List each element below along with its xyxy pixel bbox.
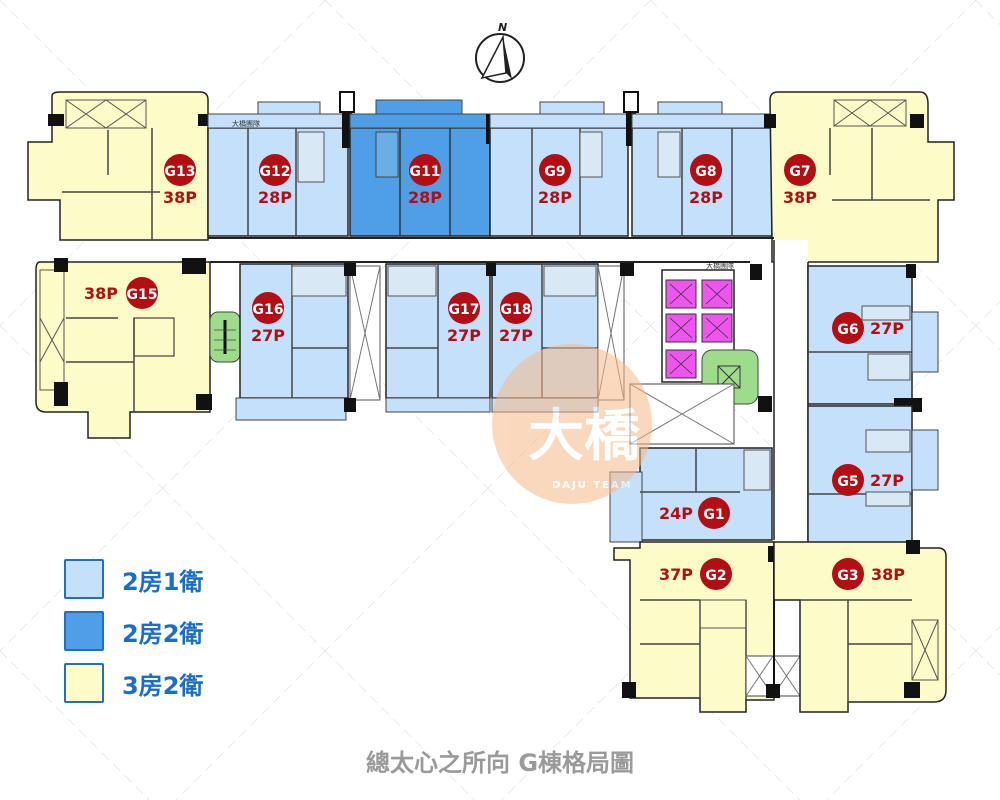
svg-text:G17: G17 [449, 302, 480, 318]
svg-text:G13: G13 [165, 164, 196, 180]
svg-text:G3: G3 [837, 568, 858, 584]
light-well [344, 262, 381, 412]
legend-label: 2房2衛 [122, 619, 204, 648]
legend-label: 2房1衛 [122, 567, 204, 596]
svg-text:38P: 38P [163, 188, 197, 207]
svg-text:27P: 27P [870, 471, 904, 490]
svg-text:28P: 28P [408, 188, 442, 207]
page-title: 總太心之所向 G棟格局圖 [365, 749, 635, 777]
svg-text:G9: G9 [544, 164, 565, 180]
svg-text:37P: 37P [659, 565, 693, 584]
svg-text:G11: G11 [410, 164, 441, 180]
unit-badge-g8[interactable]: G8 28P [689, 154, 723, 207]
unit-badge-g6[interactable]: G6 27P [832, 312, 904, 344]
svg-text:28P: 28P [689, 188, 723, 207]
svg-text:G15: G15 [127, 287, 158, 303]
compass-north-label: N [498, 21, 507, 34]
unit-badge-g2[interactable]: G2 37P [659, 558, 732, 590]
legend: 2房1衛 2房2衛 3房2衛 [64, 553, 203, 709]
corridor [774, 240, 808, 540]
unit-g7[interactable] [764, 91, 955, 263]
svg-text:27P: 27P [251, 326, 285, 345]
core-watermark-label: 大橋團隊 [706, 261, 734, 270]
unit-badge-g18[interactable]: G18 27P [499, 292, 533, 345]
unit-g13[interactable] [27, 91, 209, 241]
svg-text:G6: G6 [837, 322, 858, 338]
watermark-logo-text: 大橋 [528, 404, 641, 469]
legend-item-2bed-1bath: 2房1衛 [64, 553, 203, 605]
watermark-logo: 大橋 DAJU TEAM [492, 344, 652, 504]
svg-text:G2: G2 [705, 568, 726, 584]
unit-g12-watermark-label: 大橋團隊 [232, 119, 260, 128]
svg-text:27P: 27P [447, 326, 481, 345]
legend-swatch-light-blue [64, 559, 104, 599]
unit-badge-g17[interactable]: G17 27P [447, 292, 481, 345]
svg-text:28P: 28P [538, 188, 572, 207]
unit-badge-g7[interactable]: G7 38P [783, 154, 817, 207]
unit-badge-g11[interactable]: G11 28P [408, 154, 442, 207]
svg-text:G1: G1 [703, 507, 724, 523]
svg-text:G16: G16 [253, 302, 284, 318]
unit-g12[interactable]: 大橋團隊 [207, 101, 349, 237]
unit-g16[interactable] [235, 263, 349, 421]
svg-text:38P: 38P [84, 284, 118, 303]
svg-text:38P: 38P [783, 188, 817, 207]
svg-text:27P: 27P [870, 319, 904, 338]
north-compass-icon: N [475, 21, 525, 83]
svg-text:G8: G8 [695, 164, 716, 180]
watermark-logo-sub: DAJU TEAM [552, 480, 633, 491]
unit-g9[interactable] [489, 101, 629, 237]
unit-badge-g5[interactable]: G5 27P [832, 464, 904, 496]
unit-badge-g3[interactable]: G3 38P [832, 558, 905, 590]
legend-swatch-yellow [64, 663, 104, 703]
svg-text:27P: 27P [499, 326, 533, 345]
unit-badge-g12[interactable]: G12 28P [258, 154, 292, 207]
unit-g15[interactable] [35, 258, 212, 439]
unit-g2[interactable] [613, 541, 775, 713]
legend-label: 3房2衛 [122, 671, 204, 700]
legend-item-2bed-2bath: 2房2衛 [64, 605, 203, 657]
unit-badge-g1[interactable]: G1 24P [659, 497, 730, 529]
svg-text:G18: G18 [501, 302, 532, 318]
column [626, 112, 636, 146]
svg-text:24P: 24P [659, 504, 693, 523]
column [342, 112, 352, 148]
legend-swatch-blue [64, 611, 104, 651]
unit-g3[interactable] [773, 540, 947, 713]
unit-badge-g9[interactable]: G9 28P [538, 154, 572, 207]
shaft [623, 91, 639, 113]
unit-g17[interactable] [385, 263, 491, 413]
svg-text:G5: G5 [837, 474, 858, 490]
stair-left [209, 311, 241, 363]
unit-badge-g15[interactable]: G15 38P [84, 277, 158, 309]
unit-labels: G13 38P G12 28P G11 28P G9 28P G8 28P [84, 154, 905, 590]
svg-text:38P: 38P [871, 565, 905, 584]
svg-text:G12: G12 [260, 164, 291, 180]
shaft [339, 91, 355, 113]
svg-text:G7: G7 [789, 164, 810, 180]
svg-text:28P: 28P [258, 188, 292, 207]
unit-badge-g13[interactable]: G13 38P [163, 154, 197, 207]
legend-item-3bed-2bath: 3房2衛 [64, 657, 203, 709]
unit-badge-g16[interactable]: G16 27P [251, 292, 285, 345]
